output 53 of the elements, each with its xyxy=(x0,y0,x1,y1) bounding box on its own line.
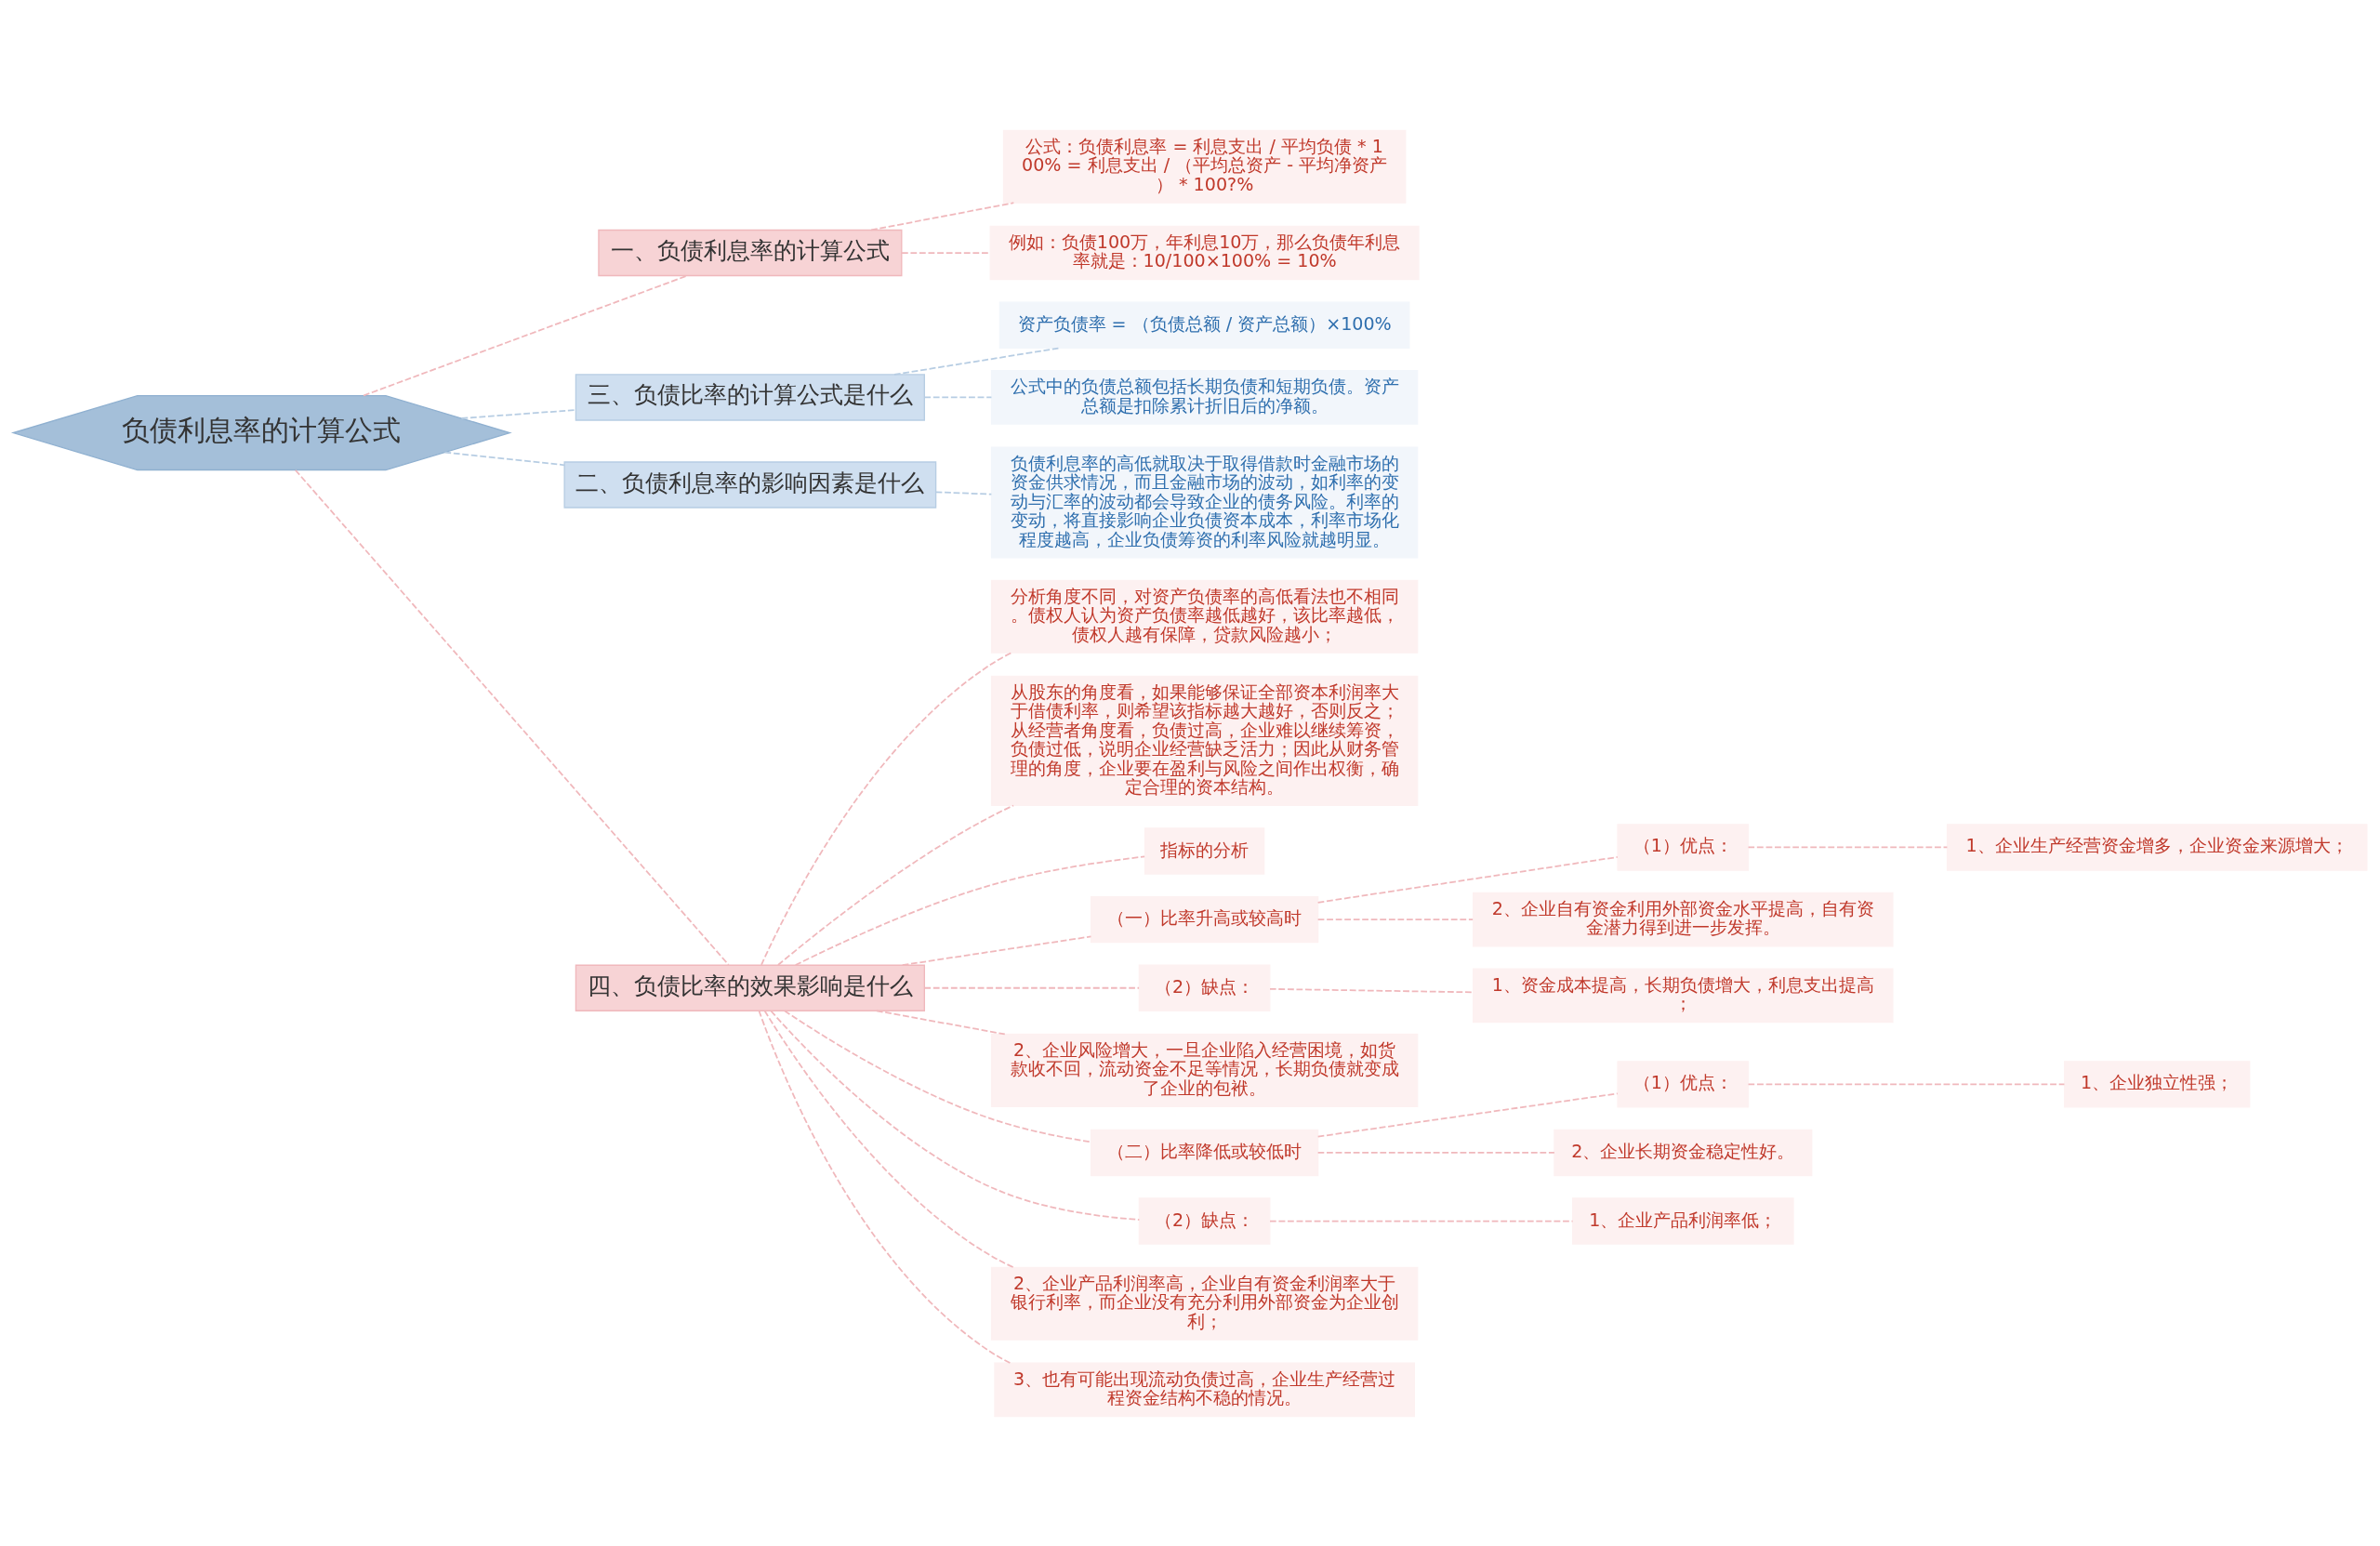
connector xyxy=(1269,987,1474,993)
node-box: 例如：负债100万，年利息10万，那么负债年利息率就是：10/100×100% = 10% xyxy=(989,225,1420,280)
connector xyxy=(777,804,1014,966)
connector xyxy=(760,651,1012,966)
node-box: 资产负债率 = （负债总额 / 资产总额）×100% xyxy=(998,301,1410,349)
node-box: 2、企业长期资金稳定性好。 xyxy=(1554,1129,1813,1176)
connector xyxy=(763,1010,1014,1268)
connector xyxy=(443,451,565,466)
connector xyxy=(870,201,1015,231)
node-box: 1、企业产品利润率低； xyxy=(1572,1196,1794,1245)
node-box: （2）缺点： xyxy=(1138,1196,1271,1245)
node-box: （2）缺点： xyxy=(1138,964,1271,1011)
connector xyxy=(1316,918,1474,920)
connector xyxy=(1747,1082,2066,1085)
connector xyxy=(783,1009,1092,1143)
node-box: 负债利息率的高低就取决于取得借款时金融市场的资金供求情况，而且金融市场的波动，如利率的变动与汇率的波动都会导致企业的债务风险。利率的变动，将直接影响企业负债资本成本，利率市场化程度越高，企业负债筹资的利率风险就越明显。 xyxy=(990,446,1419,559)
node-box: 分析角度不同，对资产负债率的高低看法也不相同。债权人认为资产负债率越低越好，该比率越低，债权人越有保障，贷款风险越小； xyxy=(990,579,1419,654)
node-box: 从股东的角度看，如果能够保证全部资本利润率大于借债利率，则希望该指标越大越好，否则反之；从经营者角度看，负债过高，企业难以继续筹资，负债过低，说明企业经营缺乏活力；因此从财务管理的角度，企业要在盈利与风险之间作出权衡，确定合理的资本结构。 xyxy=(990,675,1419,806)
connector xyxy=(794,855,1145,966)
node-box: 2、企业风险增大，一旦企业陷入经营困境，如货款收不回，流动资金不足等情况，长期负债就变成了企业的包袱。 xyxy=(990,1033,1419,1107)
node-box: 三、负债比率的计算公式是什么 xyxy=(575,373,925,421)
connector xyxy=(1269,1220,1574,1222)
connector xyxy=(1747,846,1949,848)
node-box: 二、负债利息率的影响因素是什么 xyxy=(563,460,937,509)
node-box: （一）比率升高或较高时 xyxy=(1090,895,1319,943)
node-box: 2、企业自有资金利用外部资金水平提高，自有资金潜力得到进一步发挥。 xyxy=(1472,892,1894,946)
node-box: 四、负债比率的效果影响是什么 xyxy=(575,964,925,1011)
connector xyxy=(758,1010,1012,1364)
node-box: 指标的分析 xyxy=(1144,826,1265,875)
connector xyxy=(363,274,688,396)
node-box: （1）优点： xyxy=(1617,823,1750,871)
node-box: 2、企业产品利润率高，企业自有资金利润率大于银行利率，而企业没有充分利用外部资金为企业创利； xyxy=(990,1266,1419,1341)
connector xyxy=(1316,1151,1555,1154)
connector xyxy=(1316,855,1619,904)
connector xyxy=(460,408,576,419)
node-box: （二）比率降低或较低时 xyxy=(1090,1129,1319,1176)
connector xyxy=(294,469,730,966)
connector xyxy=(1316,1091,1619,1137)
connector xyxy=(770,1010,1141,1221)
connector xyxy=(876,1009,1006,1035)
node-box: 公式中的负债总额包括长期负债和短期负债。资产总额是扣除累计折旧后的净额。 xyxy=(990,369,1419,425)
node-box: （1）优点： xyxy=(1617,1060,1750,1108)
node-box: 1、企业生产经营资金增多，企业资金来源增大； xyxy=(1946,823,2368,871)
node-box: 1、企业独立性强； xyxy=(2063,1060,2251,1108)
connector xyxy=(901,935,1092,966)
node-box: 一、负债利息率的计算公式 xyxy=(598,229,903,276)
node-box: 公式：负债利息率 = 利息支出 / 平均负债 * 100% = 利息支出 / （平均总资产 - 平均净资产） * 100?% xyxy=(1002,129,1407,204)
connector xyxy=(923,396,993,398)
node-box: 3、也有可能出现流动负债过高，企业生产经营过程资金结构不稳的情况。 xyxy=(994,1362,1415,1417)
connector xyxy=(923,986,1140,989)
node-box: 1、资金成本提高，长期负债增大，利息支出提高； xyxy=(1472,968,1894,1023)
connector xyxy=(934,490,993,496)
connector xyxy=(893,346,1062,376)
